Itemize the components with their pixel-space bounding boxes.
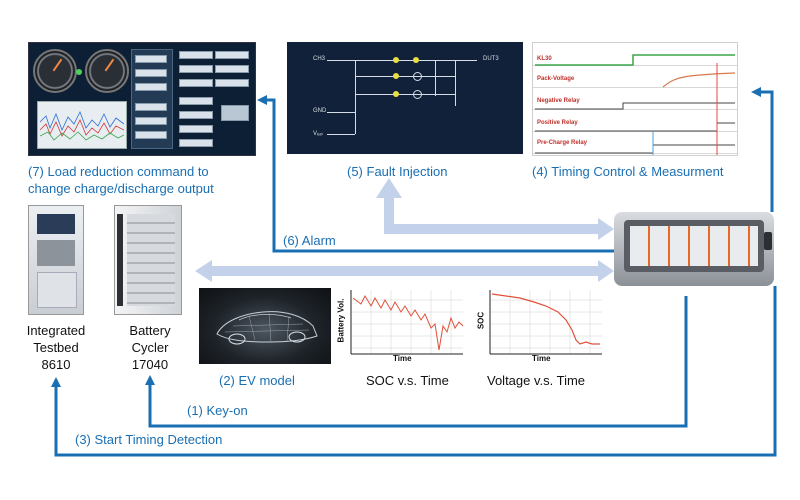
control-field [215,79,249,87]
alarm-arrow [257,95,614,253]
timing-control-arrow [751,87,774,212]
relay-node-icon [413,57,419,63]
control-field [135,55,167,63]
dut3-label: DUT3 [483,56,499,62]
control-field [179,65,213,73]
control-field [135,117,167,125]
voltage-time-caption: Voltage v.s. Time [487,373,586,388]
relay-node-icon [393,73,399,79]
testbed-panel [37,272,77,308]
status-indicator-icon [76,69,82,75]
timing-control-caption: (4) Timing Control & Measurment [532,164,724,179]
integrated-testbed-image [28,205,84,315]
fault-injection-caption: (5) Fault Injection [347,164,448,179]
control-field [135,131,167,139]
gnd-wire [327,112,355,113]
cycler-label-line1: Battery [129,323,171,338]
signal-label: Negative Relay [537,98,580,104]
signal-label: KL30 [537,56,552,62]
control-field [215,51,249,59]
control-field [179,125,213,133]
control-field [179,97,213,105]
relay-node-icon [393,57,399,63]
load-control-dashboard [28,42,256,156]
bus-wire-left [355,60,356,134]
relay-node-icon [393,91,399,97]
soc-time-caption: SOC v.s. Time [366,373,449,388]
cycler-stripe [117,214,123,306]
control-field [179,111,213,119]
control-field [135,83,167,91]
signal-row: Pack-Voltage [533,65,737,88]
fault-injection-arrow [376,178,614,240]
battery-voltage-plot: Battery Vol. Time [337,288,467,366]
signal-row: KL30 [533,43,737,66]
control-field [179,139,213,147]
battery-voltage-plot-graphic [350,290,464,355]
ch3-label: CH3 [313,56,326,62]
gnd-label: GND [313,108,327,114]
waveform-icon [39,111,125,141]
soc-plot-graphic [489,290,602,355]
timing-waveforms [535,54,736,155]
start-timing-arrow [51,286,777,457]
start-timing-caption: (3) Start Timing Detection [75,432,223,447]
battery-vol-xlabel: Time [393,354,412,363]
load-reduction-line1: (7) Load reduction command to [28,164,209,179]
open-switch-icon [413,72,422,81]
ev-model-caption: (2) EV model [219,373,295,388]
signal-label: Pack-Voltage [537,76,575,82]
testbed-label-line3: 8610 [41,357,71,372]
alarm-caption: (6) Alarm [283,233,336,248]
integrated-testbed-label: Integrated Testbed 8610 [18,322,94,373]
control-field [179,79,213,87]
control-field [215,65,249,73]
switch-row-2 [355,94,455,95]
battery-cycler-label: Battery Cycler 17040 [112,322,188,373]
key-on-arrow [145,296,688,428]
battery-vol-ylabel: Battery Vol. [336,298,346,343]
rpm-gauge-icon [85,49,129,93]
ev-model-image [199,288,331,364]
speed-gauge-icon [33,49,77,93]
cycler-label-line2: Cycler [131,340,169,355]
signal-row: Negative Relay [533,87,737,110]
battery-cells [630,226,758,266]
ev-model-data-arrow [195,260,614,282]
open-switch-icon [413,90,422,99]
wireframe-car-icon [216,311,318,345]
load-reduction-caption: (7) Load reduction command to change cha… [28,163,214,197]
battery-connector-icon [764,232,772,250]
testbed-label-line2: Testbed [33,340,79,355]
testbed-panel [37,240,75,266]
control-field [179,51,213,59]
signal-label: Pre-Charge Relay [537,140,588,146]
key-on-caption: (1) Key-on [187,403,248,418]
load-reduction-line2: change charge/discharge output [28,181,214,196]
soc-ylabel: SOC [476,311,486,330]
switch-row-1 [355,76,455,77]
waveform-window [37,101,127,149]
soc-xlabel: Time [532,354,551,363]
testbed-label-line1: Integrated [26,323,86,338]
control-field [135,103,167,111]
battery-pack-image [614,212,774,286]
control-field [135,69,167,77]
bus-wire-mid [435,60,436,96]
cycler-label-line3: 17040 [131,357,169,372]
fault-injection-panel: CH3 DUT3 GND Vₑₐₜ [287,42,523,154]
testbed-screen [37,214,75,234]
signal-label: Positive Relay [537,120,578,126]
ch3-wire [327,60,477,61]
control-field [221,105,249,121]
cycler-vents [127,214,175,306]
battery-cycler-image [114,205,182,315]
vbat-wire [327,134,355,135]
vbat-label: Vₑₐₜ [313,131,324,137]
soc-plot: SOC Time [476,288,606,366]
bus-wire-right [455,60,456,106]
timing-measurement-panel: KL30 Pack-Voltage Negative Relay Positiv… [532,42,738,156]
